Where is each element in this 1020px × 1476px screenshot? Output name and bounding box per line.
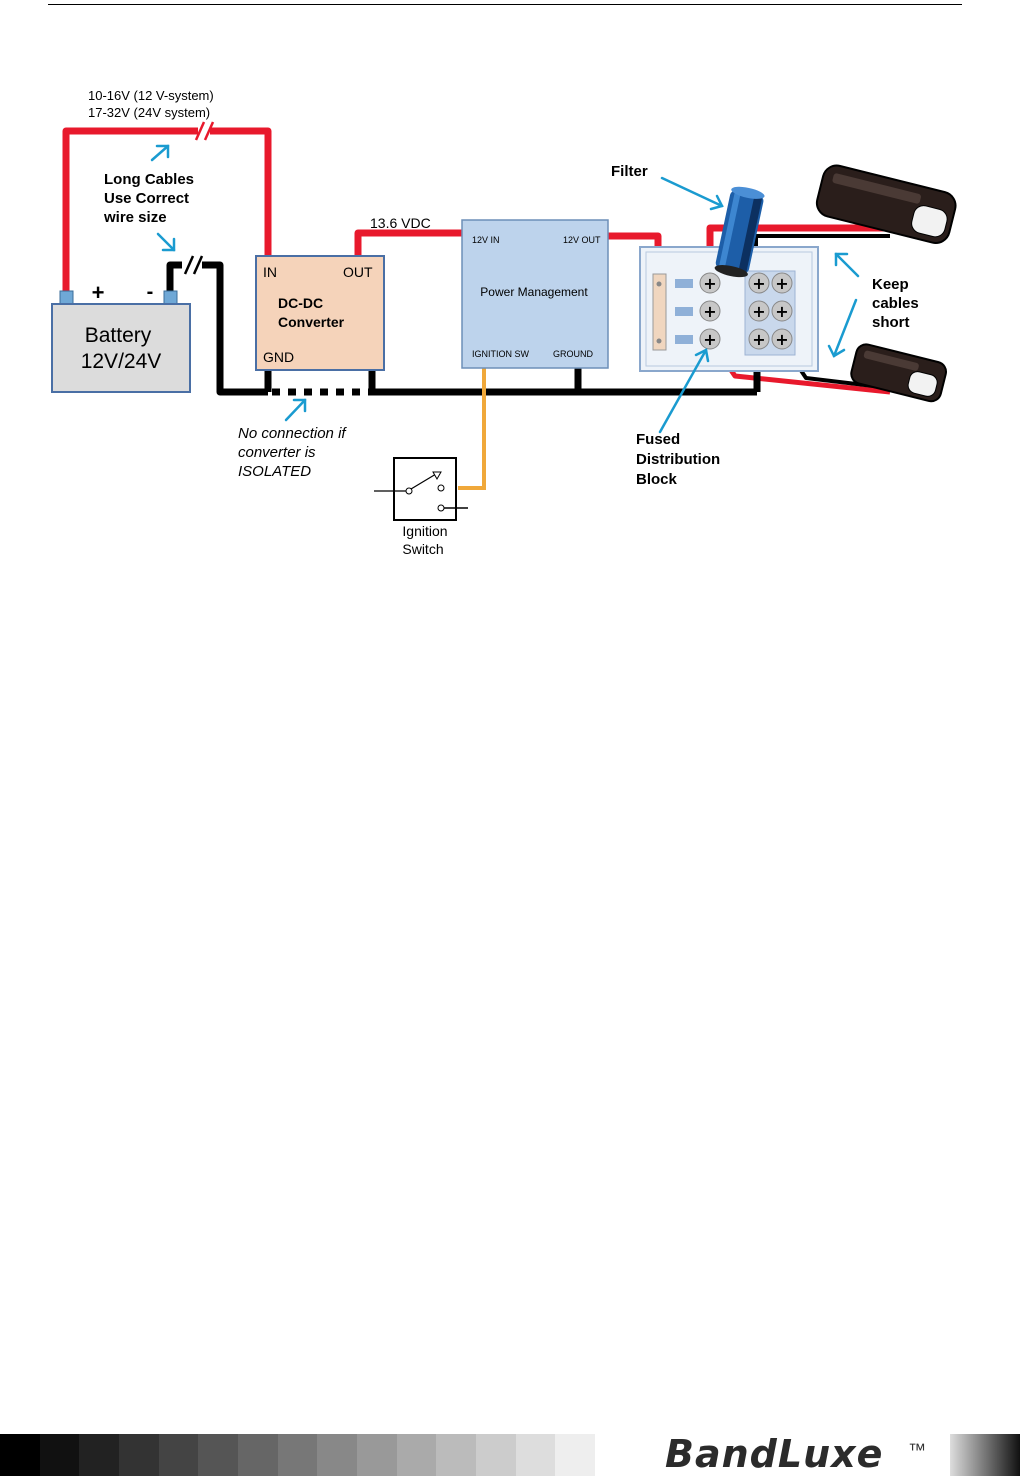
footer-gradient-step xyxy=(515,1434,556,1476)
footer-gradient-bar xyxy=(0,1434,596,1476)
pm-12v-out-label: 12V OUT xyxy=(563,235,601,245)
wire-break-marks xyxy=(194,121,215,141)
trademark-symbol: ™ xyxy=(908,1440,926,1460)
svg-text:+: + xyxy=(752,330,765,349)
footer-gradient-step xyxy=(436,1434,477,1476)
battery-label-2: 12V/24V xyxy=(81,350,162,373)
voltage-label-1: 10-16V (12 V-system) xyxy=(88,88,214,103)
converter-out-label: OUT xyxy=(343,264,373,280)
bandluxe-logo: BandLuxe xyxy=(665,1432,884,1476)
keep-label-2: cables xyxy=(872,295,919,312)
pm-12v-in-label: 12V IN xyxy=(472,235,500,245)
footer-gradient-step xyxy=(0,1434,40,1476)
battery-minus-label: - xyxy=(147,281,154,303)
svg-text:+: + xyxy=(703,330,716,349)
footer-gradient-step xyxy=(476,1434,516,1476)
arrow-icon-keep-top xyxy=(834,252,860,278)
arrow-icon-keep-bottom xyxy=(827,298,858,358)
arrow-icon-isolated xyxy=(284,398,307,422)
no-connection-label-3: ISOLATED xyxy=(238,463,311,480)
fused-label-2: Distribution xyxy=(636,451,720,468)
footer-gradient-step xyxy=(317,1434,358,1476)
pm-ground-label: GROUND xyxy=(553,349,593,359)
svg-text:+: + xyxy=(752,302,765,321)
footer-gradient-step xyxy=(198,1434,239,1476)
ignition-label-2: Switch xyxy=(402,541,443,557)
no-connection-label-2: converter is xyxy=(238,444,316,461)
filter-label: Filter xyxy=(611,163,648,180)
battery-ground-wire-2 xyxy=(202,261,268,396)
device-1 xyxy=(815,164,957,244)
header-rule xyxy=(48,4,962,5)
battery-label-1: Battery xyxy=(85,324,152,347)
battery-terminal-negative xyxy=(163,290,178,306)
ground-break-marks xyxy=(183,255,204,275)
battery-ground-wire xyxy=(166,261,182,293)
footer-gradient-step xyxy=(158,1434,199,1476)
arrow-icon-long-cables-down xyxy=(156,232,176,252)
distribution-terminals: + + + + + + + + + xyxy=(699,272,793,350)
footer-gradient-step xyxy=(238,1434,278,1476)
callout-arrows xyxy=(150,144,860,434)
pm-ignition-label: IGNITION SW xyxy=(472,349,530,359)
vdc-label: 13.6 VDC xyxy=(370,215,431,231)
battery-terminal-positive xyxy=(59,290,74,306)
device-2 xyxy=(850,343,947,403)
long-cables-label-1: Long Cables xyxy=(104,171,194,188)
converter-name-2: Converter xyxy=(278,314,345,330)
keep-label-1: Keep xyxy=(872,276,909,293)
footer-gradient-step xyxy=(119,1434,159,1476)
fused-label-3: Block xyxy=(636,471,678,488)
svg-text:+: + xyxy=(752,274,765,293)
converter-to-pm-wire xyxy=(354,229,462,258)
voltage-label-2: 17-32V (24V system) xyxy=(88,105,210,120)
dc-dc-converter xyxy=(255,255,385,371)
converter-in-label: IN xyxy=(263,264,277,280)
ignition-switch xyxy=(374,457,468,521)
long-cables-label-3: wire size xyxy=(103,209,167,226)
pm-name-label: Power Management xyxy=(480,285,588,299)
footer-gradient-step xyxy=(396,1434,437,1476)
footer-gradient-right xyxy=(950,1434,1020,1476)
keep-label-3: short xyxy=(872,314,910,331)
battery xyxy=(51,303,191,393)
power-management-box xyxy=(461,219,609,369)
arrow-icon-long-cables-up xyxy=(150,144,170,162)
fused-label-1: Fused xyxy=(636,431,680,448)
battery-plus-label: + xyxy=(92,280,105,305)
battery-to-converter-wire-2 xyxy=(210,127,272,258)
long-cables-label-2: Use Correct xyxy=(104,190,189,207)
svg-text:+: + xyxy=(703,302,716,321)
converter-name-1: DC-DC xyxy=(278,295,323,311)
arrow-icon-fused xyxy=(658,348,710,434)
arrow-icon-filter xyxy=(660,176,724,211)
footer-gradient-step xyxy=(357,1434,397,1476)
ignition-wire xyxy=(458,368,486,490)
footer-gradient-step xyxy=(555,1434,596,1476)
no-connection-label-1: No connection if xyxy=(238,425,347,442)
ignition-label-1: Ignition xyxy=(402,523,447,539)
converter-gnd-label: GND xyxy=(263,349,294,365)
filter-capacitor xyxy=(714,186,765,278)
battery-to-converter-wire xyxy=(62,127,198,293)
svg-text:+: + xyxy=(775,330,788,349)
wiring-diagram: + - Battery 12V/24V IN OUT DC-DC Convert… xyxy=(51,88,957,557)
footer-gradient-step xyxy=(79,1434,120,1476)
footer-gradient-step xyxy=(39,1434,80,1476)
svg-text:+: + xyxy=(775,274,788,293)
svg-text:+: + xyxy=(703,274,716,293)
svg-text:+: + xyxy=(775,302,788,321)
footer-gradient-step xyxy=(277,1434,318,1476)
